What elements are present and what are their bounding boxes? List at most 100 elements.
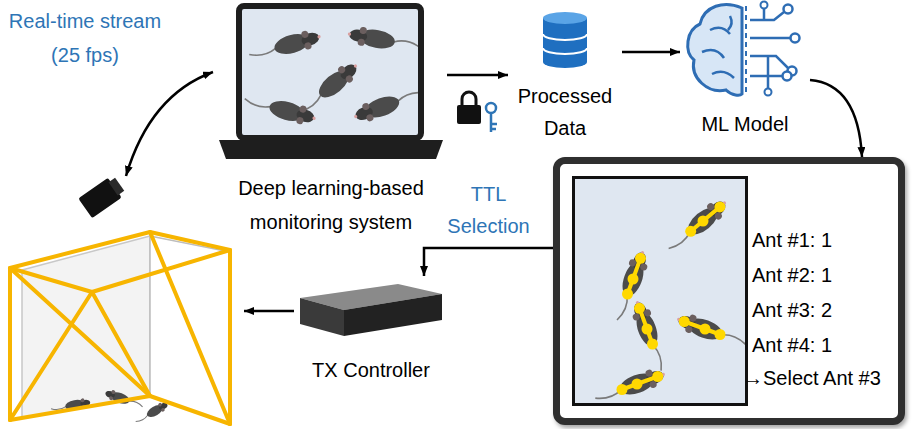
keypoint bbox=[628, 274, 639, 285]
drawing-circle bbox=[365, 113, 374, 122]
drawing-circle bbox=[301, 30, 310, 39]
node-icon bbox=[298, 282, 444, 338]
drawing-circle bbox=[784, 5, 793, 14]
drawing-circle bbox=[361, 102, 370, 111]
drawing-circle bbox=[486, 103, 496, 113]
drawing-path bbox=[228, 250, 232, 424]
drawing-rect bbox=[457, 105, 481, 124]
drawing-circle bbox=[348, 32, 352, 36]
skeleton bbox=[628, 258, 641, 294]
drawing-ellipse bbox=[632, 309, 661, 349]
skeleton bbox=[622, 377, 658, 390]
node-icon bbox=[215, 3, 447, 163]
drawing-path bbox=[702, 16, 734, 78]
node-icon bbox=[508, 8, 622, 72]
drawing-path bbox=[10, 268, 150, 396]
keypoint bbox=[622, 289, 633, 300]
skeleton bbox=[691, 207, 720, 231]
node-text: TX Controller bbox=[298, 356, 444, 384]
node-text: Ant #3: 2 bbox=[752, 298, 832, 322]
mouse-figure bbox=[247, 27, 323, 64]
mouse-figure bbox=[351, 83, 427, 126]
model-node: ML Model bbox=[680, 0, 810, 145]
drawing-circle bbox=[312, 116, 316, 120]
laptop-node: Deep learning-based monitoring system bbox=[215, 3, 447, 243]
drawing-circle bbox=[344, 74, 354, 84]
node-icon bbox=[680, 0, 810, 104]
node-text: →Select Ant #3 bbox=[743, 366, 881, 390]
keypoint bbox=[635, 253, 646, 264]
node-text: Deep learning-based monitoring system bbox=[215, 171, 447, 239]
mouse-figure bbox=[674, 310, 748, 353]
drawing-svg bbox=[592, 195, 748, 406]
drawing-path bbox=[219, 140, 443, 159]
drawing-svg bbox=[242, 25, 427, 128]
drawing-circle bbox=[354, 115, 358, 119]
drawing-circle bbox=[791, 34, 800, 43]
flow-arrow bbox=[447, 74, 508, 77]
node-text: Ant #2: 1 bbox=[752, 263, 832, 287]
mouse-figure bbox=[242, 90, 318, 127]
drawing-ellipse bbox=[617, 369, 657, 398]
drawing-polygon bbox=[22, 236, 150, 418]
drawing-path bbox=[8, 268, 12, 420]
drawing-rect bbox=[109, 178, 125, 196]
drawing-ellipse bbox=[272, 31, 311, 58]
stream-label: Real-time stream (25 fps) bbox=[5, 4, 165, 72]
flow-arrow bbox=[622, 51, 680, 54]
drawing-path bbox=[300, 298, 344, 336]
keypoint bbox=[700, 324, 711, 335]
output-arrow bbox=[244, 310, 294, 313]
edge-label: TTL Selection bbox=[439, 178, 539, 242]
drawing-circle bbox=[304, 42, 313, 51]
drawing-path bbox=[10, 292, 92, 420]
keypoint bbox=[652, 371, 663, 382]
keypoint bbox=[642, 324, 653, 335]
node-text: Ant #1: 1 bbox=[752, 228, 832, 252]
drawing-path bbox=[745, 6, 747, 96]
drawing-circle bbox=[783, 72, 792, 81]
keypoint bbox=[617, 384, 628, 395]
drawing-ellipse bbox=[267, 98, 306, 125]
keypoint bbox=[632, 379, 643, 390]
lock-key bbox=[457, 92, 497, 132]
drawing-ellipse bbox=[685, 314, 725, 343]
drawing-path bbox=[688, 5, 742, 96]
drawing-circle bbox=[337, 65, 347, 75]
drawing-path bbox=[249, 47, 276, 58]
mouse-figure bbox=[294, 58, 363, 120]
node-text: Processed Data bbox=[508, 80, 622, 144]
drawing-path bbox=[543, 18, 587, 68]
node-text: Ant #4: 1 bbox=[752, 333, 832, 357]
mouse-figure bbox=[592, 365, 668, 406]
skeleton bbox=[684, 322, 720, 335]
drawing-path bbox=[543, 34, 587, 54]
drawing-circle bbox=[353, 64, 358, 69]
drawing-circle bbox=[357, 38, 365, 46]
drawing-path bbox=[300, 94, 323, 114]
drawing-path bbox=[462, 92, 476, 106]
drawing-circle bbox=[299, 105, 308, 114]
mouse-figure bbox=[346, 25, 422, 56]
drawing-ellipse bbox=[543, 12, 587, 24]
drawing-path bbox=[244, 99, 271, 110]
keypoint bbox=[679, 316, 690, 327]
flow-arrow bbox=[424, 248, 553, 276]
tablet-node: Ant #1: 1 Ant #2: 1 Ant #3: 2 Ant #4: 1 →Sel… bbox=[553, 157, 905, 425]
drawing-path bbox=[92, 292, 150, 396]
drawing-rect bbox=[239, 6, 421, 138]
coil bbox=[10, 232, 230, 424]
keypoint bbox=[647, 339, 658, 350]
keypoint bbox=[685, 226, 696, 237]
drawing-path bbox=[10, 396, 230, 424]
drawing-path bbox=[491, 113, 497, 132]
drawing-path bbox=[150, 232, 230, 424]
keypoint bbox=[634, 303, 645, 314]
mouse-figure bbox=[628, 298, 671, 374]
drawing-ellipse bbox=[618, 259, 647, 299]
drawing-ellipse bbox=[362, 92, 402, 121]
node-text: ML Model bbox=[680, 110, 810, 138]
mouse-figure bbox=[663, 195, 732, 257]
skeleton bbox=[640, 308, 653, 344]
